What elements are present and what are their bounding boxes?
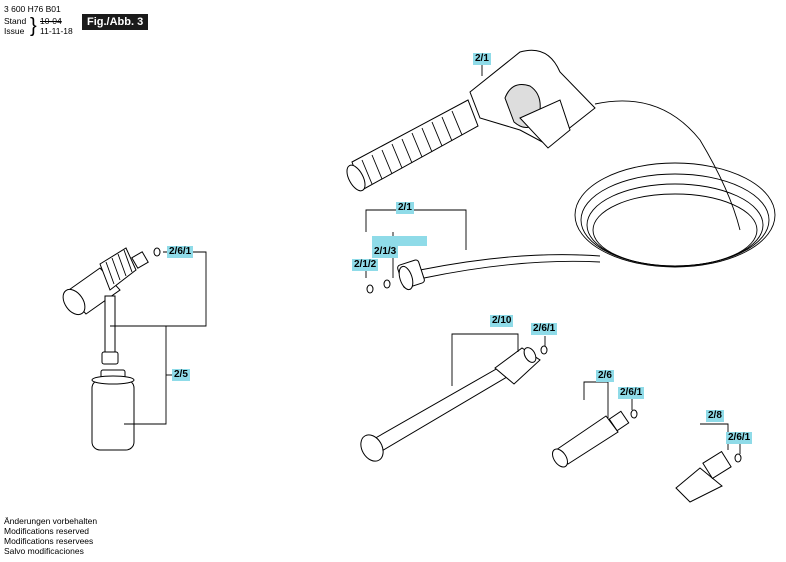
hose-coupling-drawing	[366, 259, 425, 294]
label-2-6-1-lance: 2/6/1	[531, 323, 558, 335]
issue-label: Issue	[4, 26, 25, 36]
header-brace: }	[30, 15, 37, 37]
label-2-5: 2/5	[172, 369, 190, 381]
doc-number: 3 600 H76 B01	[4, 4, 61, 14]
spray-gun-drawing	[346, 49, 596, 192]
rotary-nozzle-drawing	[675, 450, 742, 503]
label-2-1-2: 2/1/2	[352, 259, 379, 271]
leader-lines-lance	[451, 333, 546, 386]
figure-title: Fig./Abb. 3	[82, 14, 149, 30]
issue-value: 11-11-18	[40, 26, 73, 36]
label-2-6-1-rotary: 2/6/1	[726, 432, 753, 444]
label-2-6: 2/6	[596, 370, 614, 382]
stand-value: 10-04	[40, 16, 62, 26]
lance-drawing	[360, 345, 548, 462]
modification-notes: Änderungen vorbehalten Modifications res…	[4, 516, 97, 556]
foam-bottle-drawing	[91, 369, 135, 451]
label-blank-highlight	[372, 236, 427, 246]
note-de: Änderungen vorbehalten	[4, 516, 98, 526]
note-es: Salvo modificaciones	[4, 546, 84, 556]
label-2-6-1-left: 2/6/1	[167, 246, 194, 258]
label-2-1-gun: 2/1	[473, 53, 491, 65]
label-2-8: 2/8	[706, 410, 724, 422]
note-fr: Modifications reservees	[4, 536, 94, 546]
label-2-1-connector: 2/1	[396, 202, 414, 214]
foam-nozzle-drawing	[62, 247, 161, 365]
leader-lines-nozzle	[583, 381, 633, 418]
stand-label: Stand	[4, 16, 27, 26]
adjustable-nozzle-drawing	[552, 409, 638, 468]
hose-coil-drawing	[419, 100, 776, 279]
label-2-10: 2/10	[490, 315, 514, 327]
label-2-6-1-nozzle: 2/6/1	[618, 387, 645, 399]
note-en: Modifications reserved	[4, 526, 90, 536]
label-2-1-3: 2/1/3	[372, 246, 399, 258]
